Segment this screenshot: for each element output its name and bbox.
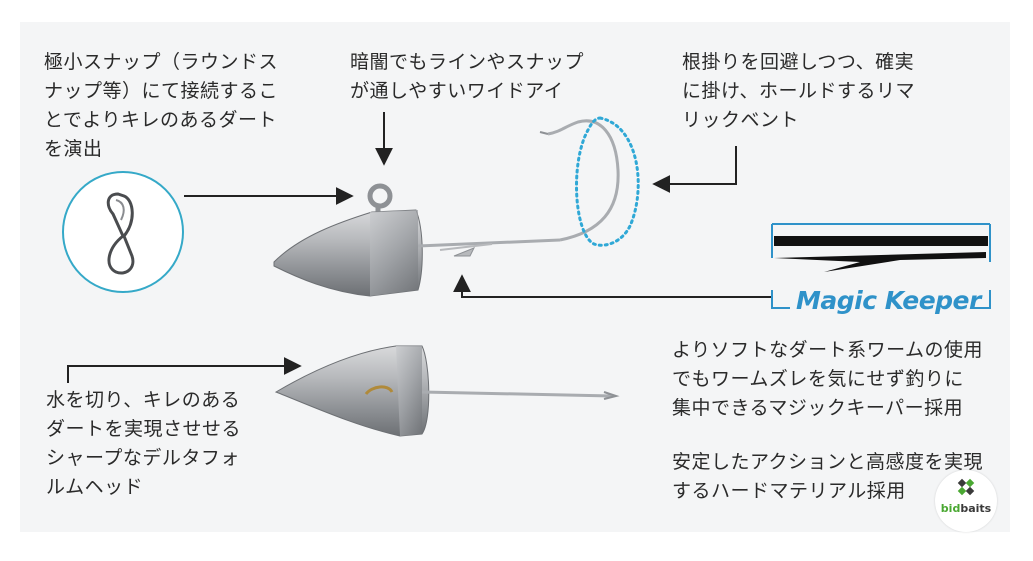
background-panel [20,22,1010,532]
hook-annotation: 根掛りを回避しつつ、確実 に掛け、ホールドするリマ リックベント [682,51,916,131]
brand-baits: baits [960,502,992,515]
eye-annotation: 暗闇でもラインやスナップ が通しやすいワイドアイ [350,51,585,102]
head-annotation: 水を切り、キレのある ダートを実現させせる シャープなデルタフォ ルムヘッド [46,389,242,498]
material-annotation: 安定したアクションと高感度を実現 するハードマテリアル採用 [672,451,984,502]
bidbaits-icon [957,478,975,496]
snap-detail [62,171,184,293]
keeper-annotation: よりソフトなダート系ワームの使用 でもワームズレを気にせず釣りに 集中できるマジ… [672,339,984,419]
jig-head-bottom [274,345,620,437]
brand-bid: bid [940,502,961,515]
magic-keeper-logo-text: Magic Keeper [796,286,981,315]
callout-arrows [67,112,772,383]
snap-annotation: 極小スナップ（ラウンドス ナップ等）にて接続するこ とでよりキレのあるダート を… [44,51,279,160]
bidbaits-watermark: bidbaits [935,470,997,532]
jig-head-top [273,119,620,297]
hook-bend-highlight [575,116,640,247]
magic-keeper-logo-graphic [771,223,991,309]
